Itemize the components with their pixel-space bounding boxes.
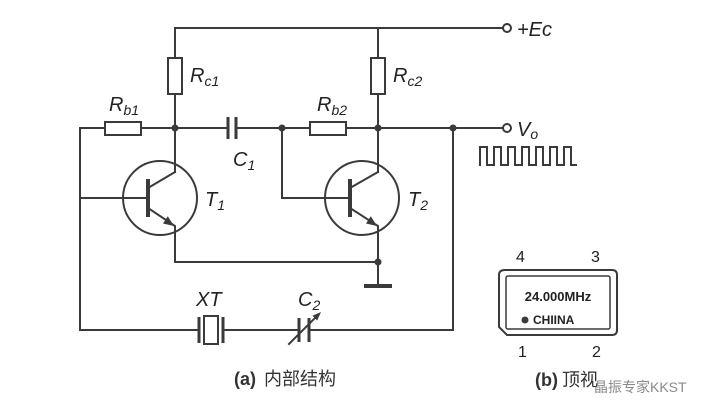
crystal-package-top-view: 24.000MHz CHIINA 4 3 1 2 (b)顶视 晶振专家KKST — [498, 249, 687, 395]
wire-t1-emitter — [146, 206, 379, 263]
label-t1: T1 — [205, 189, 225, 213]
junction-dot — [278, 124, 286, 132]
wire-right-feedback — [308, 127, 454, 331]
wire-t2-base-feed — [281, 127, 351, 199]
capacitor-c1 — [226, 117, 238, 139]
wire-left-feedback — [79, 127, 200, 331]
resistor-rc2 — [370, 57, 386, 95]
junction-dot — [374, 124, 382, 132]
output-terminal — [502, 123, 512, 133]
junction-dot — [449, 124, 457, 132]
label-output-letter: V — [517, 119, 532, 141]
label-rb1-letter: R — [109, 94, 123, 116]
label-c2-letter: C — [298, 289, 313, 311]
label-rb2: Rb2 — [317, 94, 347, 118]
label-rb2-subscript: b2 — [331, 102, 347, 118]
caption-a-text: 内部结构 — [264, 369, 336, 389]
crystal-xt — [197, 315, 225, 345]
wire-t1-collector — [146, 170, 177, 190]
label-rc2-subscript: c2 — [407, 73, 422, 89]
label-rc1-letter: R — [190, 65, 204, 87]
junction-dot — [374, 258, 382, 266]
package-outline — [498, 269, 618, 336]
caption-top-view: (b)顶视 — [535, 370, 598, 390]
emitter-arrow-icon — [163, 216, 174, 226]
label-t2: T2 — [408, 189, 428, 213]
label-c2-subscript: 2 — [311, 297, 320, 313]
variable-arrow-icon — [312, 312, 321, 321]
label-rb1-subscript: b1 — [123, 102, 139, 118]
pin-label-bottom-left: 1 — [518, 344, 527, 361]
emitter-arrow-icon — [366, 216, 377, 226]
label-c1-subscript: 1 — [247, 157, 255, 173]
label-t1-subscript: 1 — [217, 197, 225, 213]
label-c1-letter: C — [233, 149, 248, 171]
label-rc2: Rc2 — [393, 65, 422, 89]
pin1-marker-dot — [521, 316, 529, 324]
square-wave-icon — [479, 146, 577, 166]
package-inner-border — [505, 275, 611, 330]
label-rc1: Rc1 — [190, 65, 219, 89]
label-t2-subscript: 2 — [419, 197, 428, 213]
caption-internal-structure: (a) 内部结构 — [234, 369, 336, 389]
resistor-rb2 — [309, 121, 347, 136]
pin-label-top-left: 4 — [516, 249, 525, 266]
label-supply: +Ec — [517, 19, 552, 41]
package-frequency: 24.000MHz — [525, 289, 592, 304]
variable-capacitor-c2 — [287, 312, 321, 346]
pin-label-top-right: 3 — [591, 249, 600, 266]
resistor-rb1 — [104, 121, 142, 136]
transistor-t1 — [122, 160, 198, 236]
junction-dot — [171, 124, 179, 132]
label-c2: C2 — [298, 289, 320, 313]
watermark: 晶振专家KKST — [594, 379, 687, 395]
label-c1: C1 — [233, 149, 255, 173]
label-t2-letter: T — [408, 189, 422, 211]
label-rb2-letter: R — [317, 94, 331, 116]
label-rc1-subscript: c1 — [204, 73, 219, 89]
oscillator-circuit: +Ec Vo Rc1 Rc2 Rb1 Rb2 C1 T1 T2 XT C2 — [79, 19, 577, 389]
label-output-subscript: o — [530, 126, 538, 142]
wire-t2-collector — [348, 170, 380, 190]
transistor-t2 — [324, 160, 400, 236]
label-rb1: Rb1 — [109, 94, 139, 118]
package-marking: CHIINA — [533, 313, 575, 327]
caption-b-tag: (b) — [535, 370, 558, 390]
resistor-rc1 — [167, 57, 183, 95]
label-output: Vo — [517, 119, 538, 142]
pin-label-bottom-right: 2 — [592, 344, 601, 361]
label-rc2-letter: R — [393, 65, 407, 87]
caption-b-text: 顶视 — [562, 370, 598, 390]
label-xt: XT — [195, 289, 223, 311]
caption-a-tag: (a) — [234, 369, 256, 389]
wire-supply-rail — [174, 27, 504, 59]
wire-t2-emitter — [348, 206, 379, 286]
supply-terminal — [502, 23, 512, 33]
label-t1-letter: T — [205, 189, 219, 211]
